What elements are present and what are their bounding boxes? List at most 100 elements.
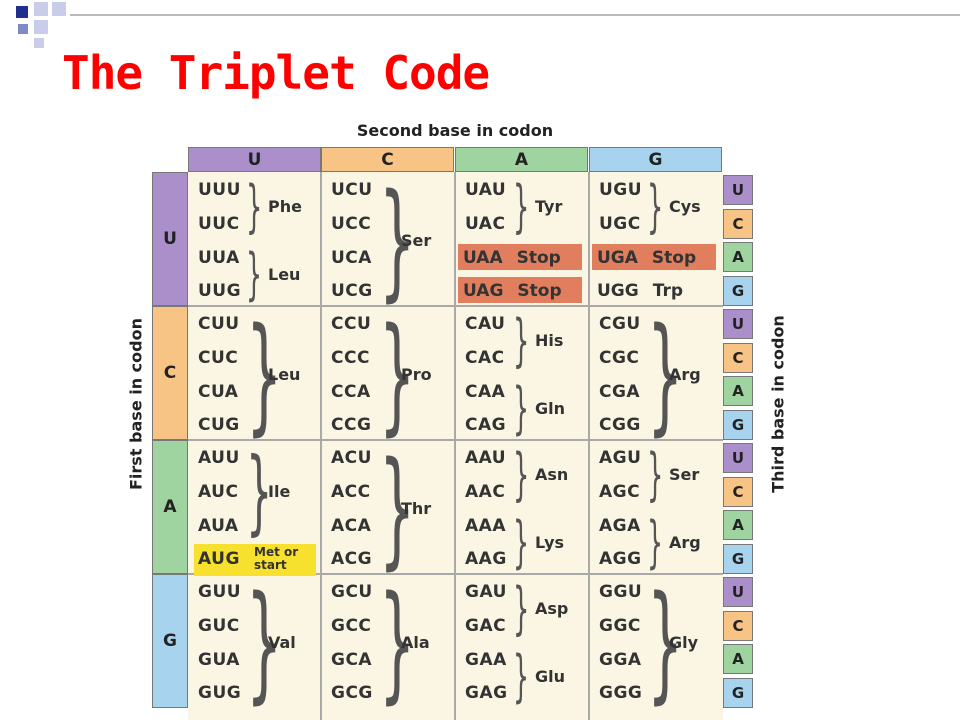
brace-icon: } [647, 174, 664, 240]
codon: AAA [465, 516, 506, 536]
start-codon-highlight [194, 544, 316, 576]
amino-acid-label: Trp [652, 281, 683, 301]
codon: GAC [465, 616, 507, 636]
amino-acid-label: Gly [669, 632, 699, 652]
deco-square-light [34, 2, 48, 16]
stop-codon: UGA Stop [597, 250, 696, 267]
corner-decoration [0, 0, 80, 60]
codon: CGG [599, 415, 641, 435]
third-base-header-a: A [723, 510, 753, 540]
codon: ACG [331, 549, 373, 569]
stop-codon-name: UAA [463, 248, 503, 268]
codon: GAU [465, 582, 507, 602]
start-codon: AUG [198, 549, 240, 569]
codon: AGG [599, 549, 642, 569]
codon: UCC [331, 214, 372, 234]
codon: GUG [198, 683, 242, 703]
brace-icon: } [647, 300, 684, 448]
first-base-header-u: U [152, 172, 188, 306]
brace-icon: } [513, 644, 530, 709]
codon: AUC [198, 482, 239, 502]
brace-icon: } [647, 568, 684, 716]
codon: GUC [198, 616, 240, 636]
stop-codon-name: UGA [597, 248, 638, 268]
stop-label: Stop [516, 248, 561, 268]
brace-icon: } [513, 308, 530, 374]
amino-acid-label: Leu [268, 364, 301, 384]
third-base-header-u: U [723, 309, 753, 339]
codon: AAU [465, 448, 507, 468]
grid-line-vertical [454, 172, 456, 720]
codon: UGU [599, 180, 643, 200]
brace-icon: } [246, 174, 263, 240]
deco-square-dark [16, 6, 28, 18]
amino-acid-label: Asp [535, 599, 569, 618]
codon: GCC [331, 616, 372, 636]
brace-icon: } [379, 568, 416, 716]
codon: GCA [331, 650, 373, 670]
brace-icon: } [513, 174, 530, 240]
brace-icon: } [647, 442, 664, 508]
codon: UUU [198, 180, 241, 200]
codon: GGC [599, 616, 641, 636]
codon: AGU [599, 448, 642, 468]
codon: GGU [599, 582, 643, 602]
codon: UCG [331, 281, 373, 301]
brace-icon: } [379, 166, 416, 314]
brace-icon: } [246, 242, 263, 307]
amino-acid-label: Gln [535, 398, 566, 418]
stop-label: Stop [651, 248, 697, 268]
codon: UCA [331, 248, 372, 268]
second-base-header-a: A [455, 147, 588, 172]
codon: CCG [331, 415, 372, 435]
codon: UCU [331, 180, 373, 200]
codon: CUA [198, 382, 239, 402]
codon: AAG [465, 549, 507, 569]
codon: CAG [465, 415, 507, 435]
codon: GCU [331, 582, 373, 602]
second-base-header-c: C [321, 147, 454, 172]
third-base-header-a: A [723, 644, 753, 674]
third-base-header-c: C [723, 342, 753, 373]
codon: UUG [198, 281, 242, 301]
brace-icon: } [513, 576, 530, 642]
codon: UGC [599, 214, 641, 234]
amino-acid-label: Pro [401, 364, 432, 384]
brace-icon: } [513, 376, 530, 441]
codon: ACC [331, 482, 371, 502]
codon: AGA [599, 516, 641, 536]
third-base-header-u: U [723, 443, 753, 473]
codon: CCC [331, 348, 370, 368]
amino-acid-label: Arg [669, 532, 701, 552]
codon: CAC [465, 348, 505, 368]
amino-acid-label: Val [268, 632, 296, 652]
third-base-header-g: G [723, 275, 753, 306]
amino-acid-label: Arg [669, 364, 701, 384]
third-base-label: Third base in codon [768, 315, 788, 493]
third-base-header-c: C [723, 208, 753, 239]
codon: GCG [331, 683, 373, 703]
codon: ACA [331, 516, 372, 536]
codon: CUU [198, 314, 240, 334]
codon: CCA [331, 382, 371, 402]
codon: ACU [331, 448, 372, 468]
grid-line-horizontal [188, 305, 723, 307]
third-base-header-u: U [723, 175, 753, 205]
title-underline [70, 14, 960, 16]
stop-codon: UAA Stop [463, 250, 561, 267]
deco-square-light [52, 2, 66, 16]
second-base-header-g: G [589, 147, 722, 172]
codon: CUC [198, 348, 239, 368]
stop-codon-highlight [458, 277, 582, 303]
third-base-header-g: G [723, 677, 753, 708]
stop-codon-highlight [592, 244, 716, 270]
codon: CAA [465, 382, 506, 402]
amino-acid-label: Tyr [535, 197, 563, 216]
amino-acid-label: Ile [268, 482, 291, 501]
brace-icon: } [246, 300, 283, 448]
amino-acid-label: His [535, 331, 564, 350]
deco-square-light [34, 38, 44, 48]
amino-acid-label: Asn [535, 465, 569, 484]
